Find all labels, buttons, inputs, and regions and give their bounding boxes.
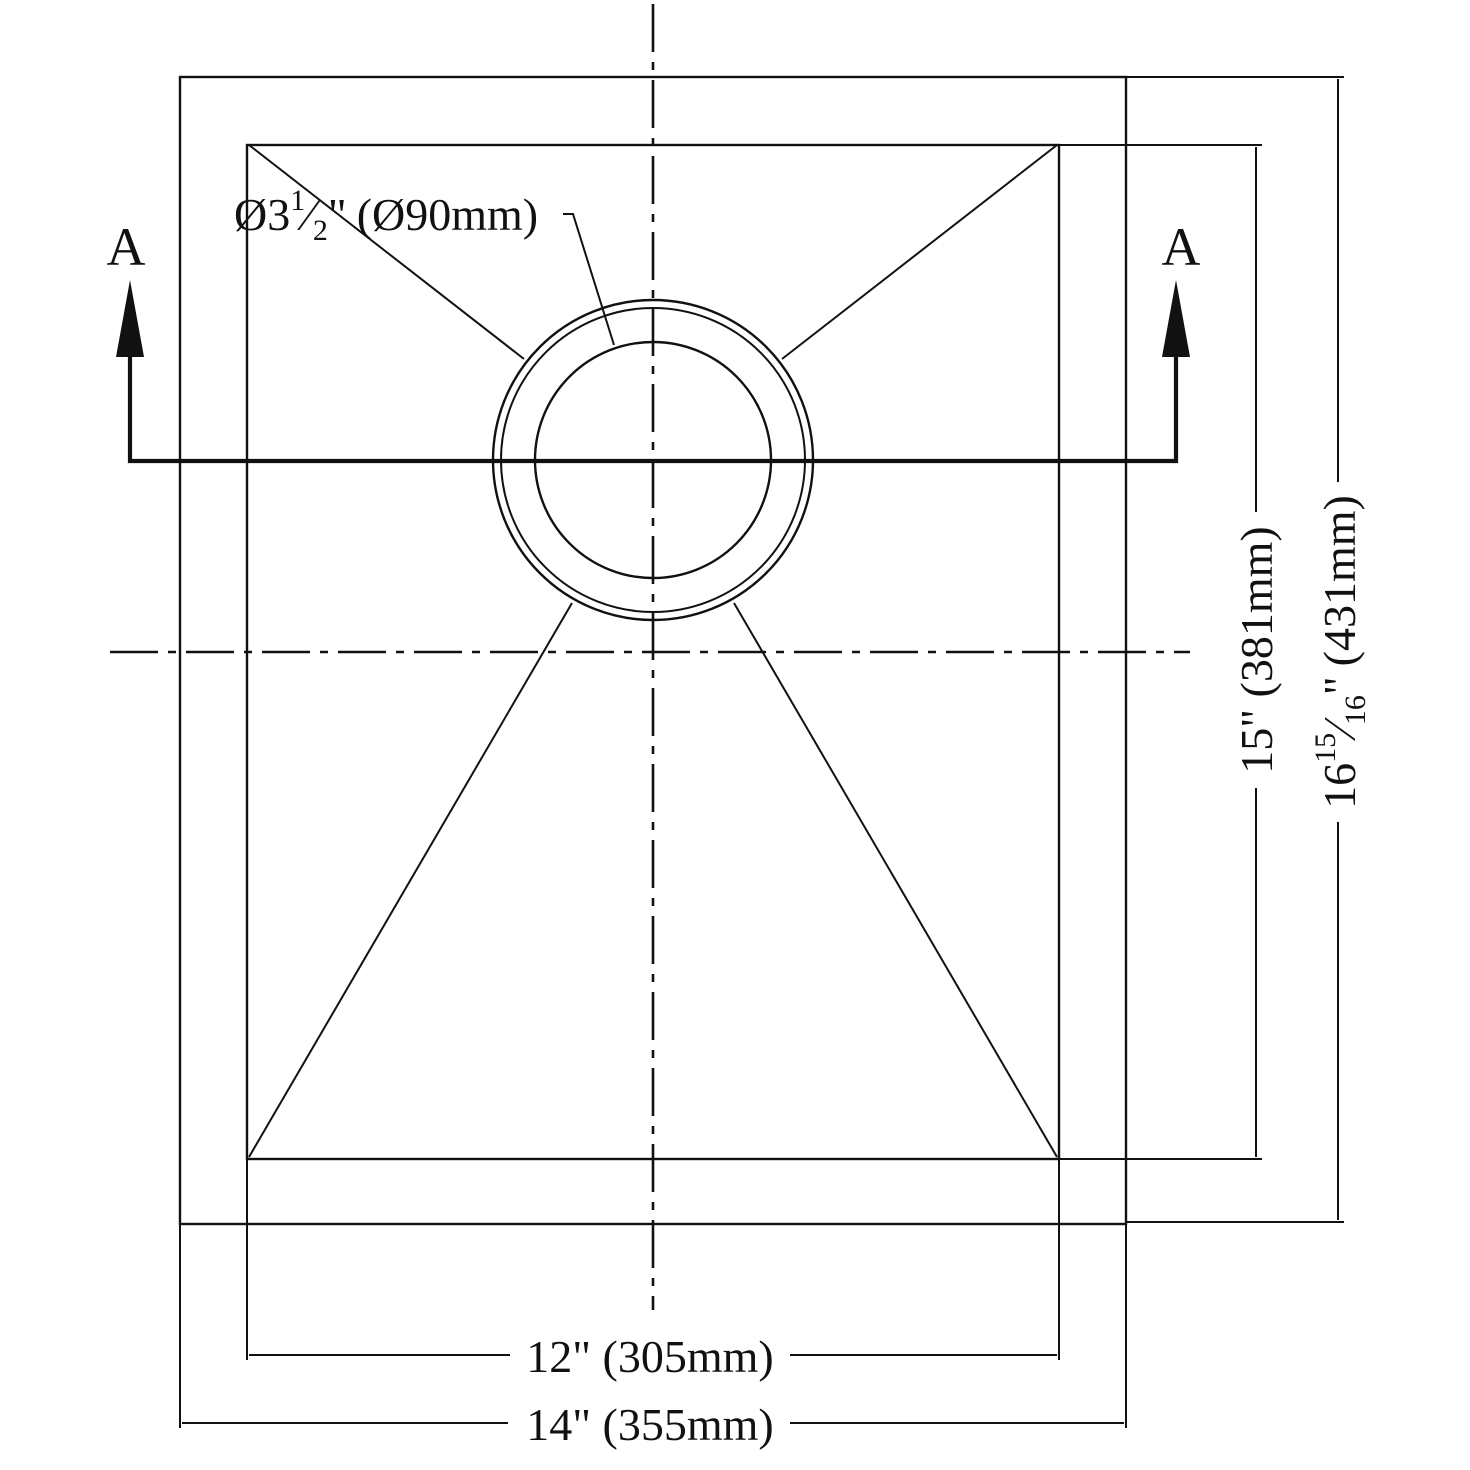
drain-leader-line	[563, 213, 615, 346]
drain-diameter-label: Ø31⁄2"(Ø90mm)	[234, 184, 538, 247]
section-marker-right: A	[1162, 217, 1201, 277]
section-arrow-left-icon	[116, 280, 144, 357]
inner-length-label: 15" (381mm)	[1231, 526, 1282, 773]
outer-length-dimension	[1126, 76, 1344, 1223]
outer-width-dimension	[179, 1224, 1127, 1428]
outer-width-label: 14" (355mm)	[526, 1399, 773, 1450]
section-marker-left: A	[107, 217, 146, 277]
bowl-slope-lines	[248, 144, 1058, 1158]
inner-width-label: 12" (305mm)	[526, 1331, 773, 1382]
section-arrow-right-icon	[1162, 280, 1190, 357]
inner-width-dimension	[246, 1159, 1060, 1360]
outer-length-label: 1615⁄16"(431mm)	[1309, 495, 1372, 809]
inner-length-dimension	[1059, 144, 1262, 1160]
section-cut-line	[116, 280, 1190, 464]
